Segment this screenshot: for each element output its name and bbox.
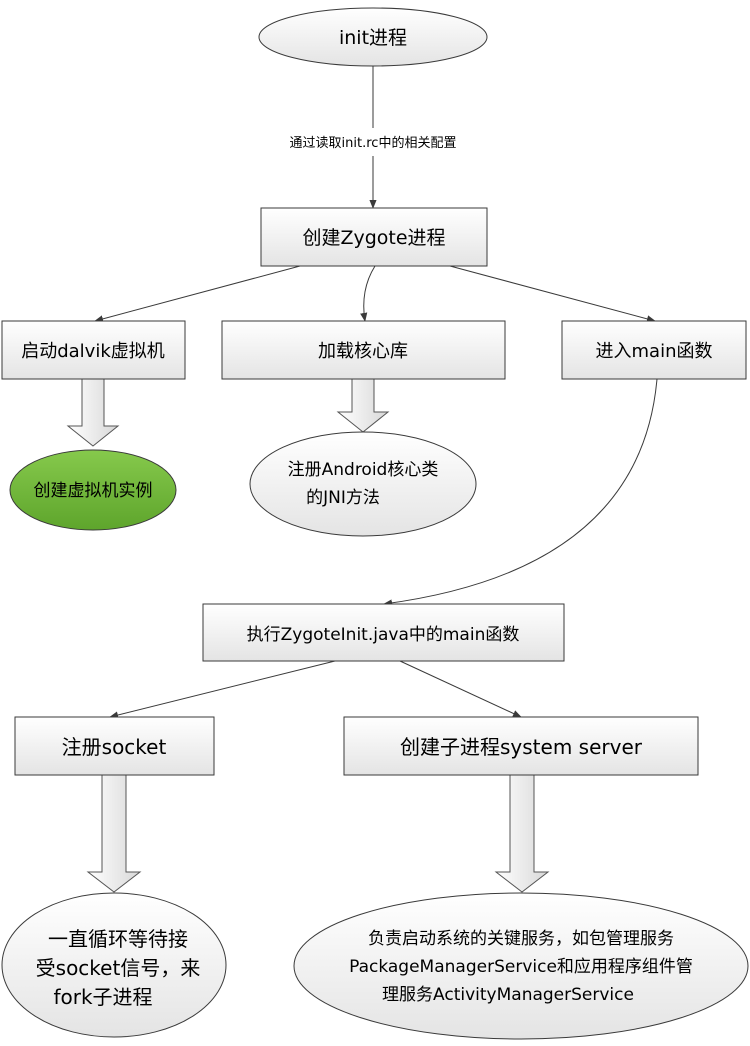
node-create-system-server: 创建子进程system server (343, 716, 699, 776)
node-exec-zygoteinit-main-label: 执行ZygoteInit.java中的main函数 (247, 625, 520, 645)
node-create-vm-instance: 创建虚拟机实例 (9, 449, 177, 531)
node-wait-socket-fork-line2: 受socket信号，来 (36, 956, 201, 980)
node-register-android-jni-line1: 注册Android核心类 (288, 460, 439, 480)
node-start-dalvik: 启动dalvik虚拟机 (1, 320, 186, 380)
node-system-server-duty-line1: 负责启动系统的关键服务，如包管理服务 (368, 929, 674, 949)
block-arrow-socket-to-loop (86, 774, 142, 893)
node-enter-main-label: 进入main函数 (596, 341, 713, 362)
edge-label-read-init-rc: 通过读取init.rc中的相关配置 (290, 135, 457, 151)
node-exec-zygoteinit-main: 执行ZygoteInit.java中的main函数 (202, 603, 565, 662)
edge-zygoteinit-to-socket (109, 660, 336, 719)
block-arrow-corelib-to-jni (336, 378, 390, 433)
node-system-server-duty-line3: 理服务ActivityManagerService (382, 985, 634, 1005)
node-wait-socket-fork: 一直循环等待接 受socket信号，来 fork子进程 (1, 892, 227, 1038)
node-system-server-duty: 负责启动系统的关键服务，如包管理服务 PackageManagerService… (293, 892, 749, 1040)
edge-zygote-to-main (449, 265, 656, 323)
node-register-socket: 注册socket (14, 716, 215, 776)
node-register-android-jni: 注册Android核心类 的JNI方法 (249, 431, 477, 537)
node-create-zygote-label: 创建Zygote进程 (302, 227, 445, 249)
edge-zygoteinit-to-systemserver (399, 660, 522, 718)
edge-zygote-to-corelib (360, 265, 376, 322)
block-arrow-dalvik-to-vm (66, 378, 120, 447)
node-create-vm-instance-label: 创建虚拟机实例 (34, 481, 153, 501)
node-register-socket-label: 注册socket (62, 735, 167, 759)
node-create-system-server-label: 创建子进程system server (400, 735, 643, 759)
node-system-server-duty-line2: PackageManagerService和应用程序组件管 (349, 957, 693, 977)
node-create-zygote: 创建Zygote进程 (260, 207, 488, 267)
edge-main-to-zygoteinit (383, 378, 658, 607)
node-wait-socket-fork-line1: 一直循环等待接 (48, 927, 188, 951)
node-register-android-jni-line2: 的JNI方法 (306, 488, 380, 508)
node-init-process-label: init进程 (339, 27, 407, 49)
node-enter-main: 进入main函数 (561, 320, 747, 380)
edge-zygote-to-dalvik (94, 265, 301, 323)
node-wait-socket-fork-line3: fork子进程 (53, 985, 152, 1009)
node-load-core-lib: 加载核心库 (221, 320, 506, 380)
node-init-process: init进程 (258, 7, 488, 67)
node-start-dalvik-label: 启动dalvik虚拟机 (21, 341, 165, 362)
block-arrow-systemserver-to-services (494, 774, 550, 893)
node-load-core-lib-label: 加载核心库 (318, 341, 408, 362)
